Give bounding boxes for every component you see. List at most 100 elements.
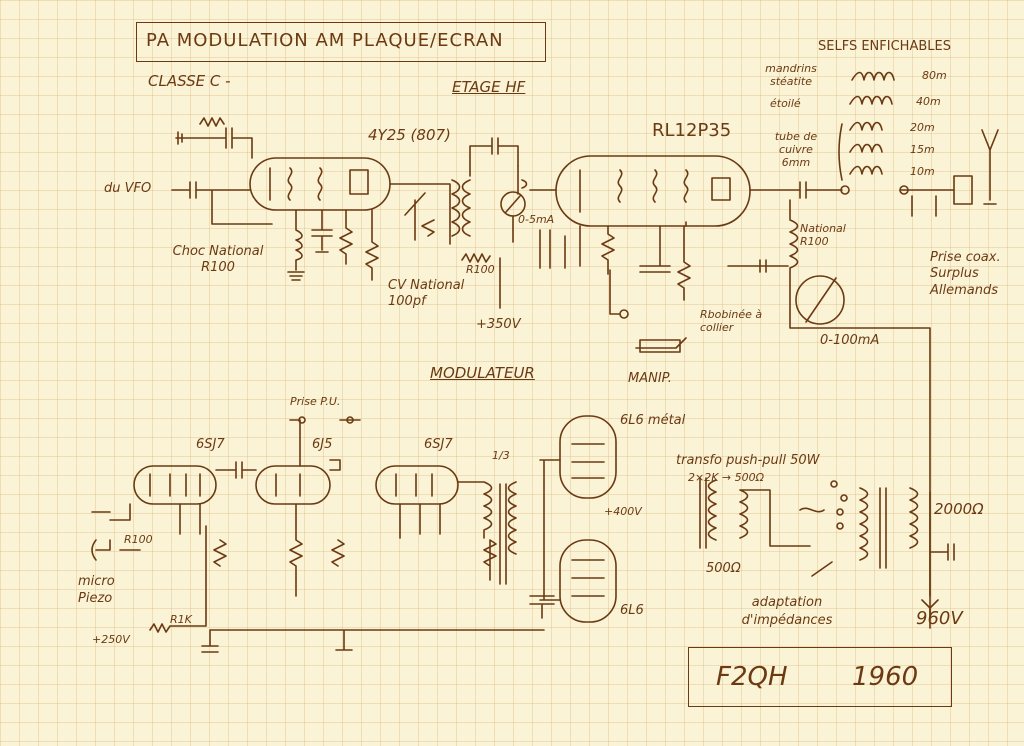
meter-large-label: 0-100mA: [820, 333, 880, 348]
tube-driver-label: 4Y25 (807): [368, 126, 451, 144]
coax-label: Prise coax. Surplus Allemands: [930, 250, 1001, 298]
tube-6l6-bottom-label: 6L6: [620, 603, 644, 618]
screen-supply: [639, 221, 691, 301]
hf-stage-heading: ETAGE HF: [452, 78, 526, 96]
pu-jack-1: [298, 416, 306, 424]
tube-6l6-top-label: 6L6 métal: [620, 413, 686, 428]
band-40m: 40m: [916, 95, 941, 108]
adapt-arrow: [811, 561, 833, 577]
plus400-label: +400V: [604, 505, 642, 518]
r1k-label: R1K: [170, 613, 192, 626]
imp-2000-label: 2000Ω: [934, 500, 984, 518]
output-transformer-primary: [699, 477, 811, 549]
push-pull-grids: [539, 443, 605, 601]
band-80m: 80m: [922, 69, 947, 82]
signature-year: 1960: [852, 662, 919, 692]
interstage-coils: [451, 179, 471, 237]
ratio-label: 1/3: [492, 449, 510, 462]
impedance-matching-coil: [799, 487, 887, 569]
bias-cap: [529, 595, 555, 619]
tube-6l6-top: [559, 415, 617, 499]
output-jack: [840, 185, 850, 195]
hv-label: 960V: [916, 608, 963, 629]
tube-cuivre-label: tube de cuivre 6mm: [774, 130, 818, 170]
transfo-imp-label: 2×2K → 500Ω: [688, 471, 765, 484]
meter-large-wiring: [727, 259, 837, 323]
final-input-components: [529, 189, 615, 275]
output-cap: [749, 181, 843, 199]
tube-6sj7-b: [375, 465, 459, 505]
pu-jack-2: [346, 416, 354, 424]
key-jack: [619, 309, 629, 319]
modulation-transformer: [909, 487, 955, 619]
mic-icon: [91, 539, 111, 561]
choke-label: Choc National R100: [172, 244, 264, 276]
vfo-label: du VFO: [104, 181, 152, 196]
tube-final-label: RL12P35: [652, 120, 732, 141]
grid-bias-network: [175, 117, 253, 159]
coupling-cap: [469, 137, 519, 177]
mic-label: micro Piezo: [78, 574, 115, 606]
tube-6l6-bottom: [559, 539, 617, 623]
ground-symbol: [177, 131, 183, 145]
transfo-label: transfo push-pull 50W: [676, 453, 820, 468]
coax-jack: [899, 185, 909, 195]
modulator-resistors: [179, 503, 441, 597]
tap-4: [836, 522, 844, 530]
coils-brace: [838, 123, 843, 181]
signature-call: F2QH: [716, 662, 788, 692]
page-title: PA MODULATION AM PLAQUE/ECRAN: [146, 30, 504, 51]
key-label: MANIP.: [628, 371, 672, 386]
etoile-label: étoilé: [770, 97, 801, 110]
mandrin-label: mandrins stéatite: [765, 62, 817, 89]
mic-input-line: [91, 503, 141, 551]
band-15m: 15m: [910, 143, 935, 156]
audio-coupling: [215, 419, 361, 479]
tube-final-electrodes: [579, 169, 731, 213]
r100-grid: [461, 253, 501, 309]
coil-80m-40m: [849, 71, 895, 105]
driver-plate-circuit: [389, 183, 451, 245]
class-label: CLASSE C -: [148, 72, 231, 90]
choke-r100: [287, 209, 305, 281]
tube-6sj7-a: [133, 465, 217, 505]
adapt-label: adaptation d'impédances: [741, 595, 833, 628]
pu-label: Prise P.U.: [290, 395, 341, 408]
tube-6sj7-a-label: 6SJ7: [196, 437, 225, 452]
tube-6j5: [255, 465, 331, 505]
modulator-heading: MODULATEUR: [430, 364, 535, 382]
bobbin-label: Rbobinée à collier: [700, 308, 763, 335]
b-plus-rail: [149, 525, 545, 653]
r100-label: R100: [466, 263, 495, 276]
interstage-transformer: [457, 481, 517, 585]
national-r100-label: National R100: [800, 222, 846, 249]
modulator-electrodes: [149, 473, 433, 497]
coil-20m-15m-10m: [849, 121, 883, 175]
driver-cathode-components: [311, 209, 379, 281]
band-10m: 10m: [910, 165, 935, 178]
mic-r100-label: R100: [124, 533, 153, 546]
morse-key: [609, 269, 687, 353]
meter-small-wiring: [505, 165, 528, 243]
band-20m: 20m: [910, 121, 935, 134]
voltage-label: +350V: [476, 317, 521, 332]
title-box: [136, 22, 546, 62]
tap-3: [836, 508, 844, 516]
meter-large-icon: [795, 275, 845, 325]
tube-6j5-label: 6J5: [312, 437, 333, 452]
tube-final-envelope: [555, 155, 751, 227]
plate-choke-and-hv-line: [789, 199, 931, 629]
cv-label: CV National 100pf: [388, 278, 465, 309]
tap-2: [840, 494, 848, 502]
signature-box: [688, 647, 952, 707]
imp-500-label: 500Ω: [706, 561, 741, 576]
tube-6sj7-b-label: 6SJ7: [424, 437, 453, 452]
tube-driver-electrodes: [269, 167, 369, 201]
coils-heading: SELFS ENFICHABLES: [818, 39, 951, 54]
meter-small-label: 0-5mA: [518, 213, 555, 226]
vfo-input-line: [171, 181, 273, 225]
plus250-label: +250V: [92, 633, 130, 646]
coax-connector: [899, 129, 999, 217]
